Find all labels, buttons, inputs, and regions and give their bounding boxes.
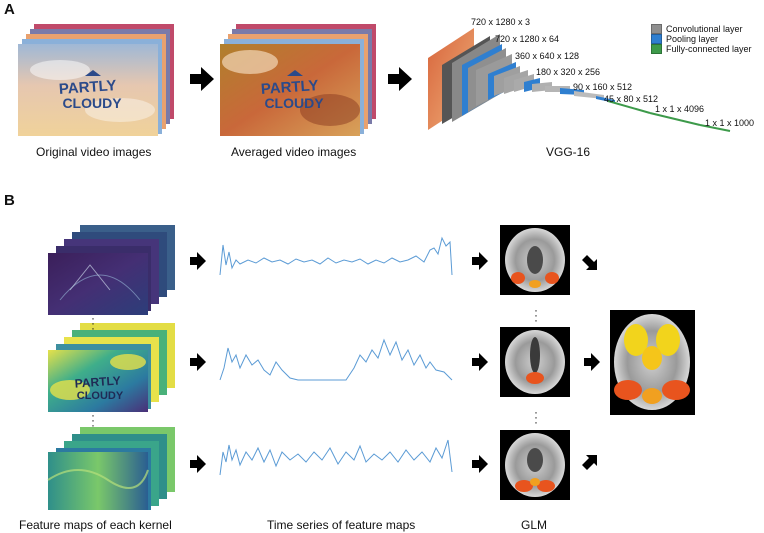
arrow-b7	[582, 255, 597, 270]
legend-pool: Pooling layer	[651, 34, 752, 44]
panel-a-label: A	[4, 1, 15, 18]
arrow-b9	[582, 455, 597, 470]
arrow-b3	[190, 455, 206, 473]
time-series-trace-3	[219, 439, 453, 476]
original-video-stack	[18, 24, 174, 136]
arrow-a1	[190, 67, 214, 91]
dim-label-7: 1 x 1 x 4096	[655, 104, 705, 114]
ellipsis-glm-2: ···	[534, 405, 538, 429]
ellipsis-feature-maps-1: ···	[91, 311, 95, 335]
caption-feature-maps: Feature maps of each kernel	[19, 518, 172, 532]
brain-slice-3	[500, 430, 570, 500]
dim-label-5: 90 x 160 x 512	[573, 82, 633, 92]
legend-swatch-pool	[651, 34, 662, 44]
brain-slice-1	[500, 225, 570, 295]
legend-swatch-fc	[651, 44, 662, 54]
combined-brain-map	[610, 310, 695, 415]
dim-label-3: 360 x 640 x 128	[515, 51, 580, 61]
vgg16-diagram	[428, 28, 731, 132]
arrow-a2	[388, 67, 412, 91]
feature-map-logo-line2: CLOUDY	[77, 390, 124, 402]
ellipsis-feature-maps-2: ···	[91, 408, 95, 432]
arrow-b2	[190, 353, 206, 371]
brain-slice-2	[500, 327, 570, 397]
caption-time-series: Time series of feature maps	[267, 518, 416, 532]
averaged-video-stack	[220, 24, 376, 136]
time-series-trace-1	[219, 236, 453, 276]
arrow-b4	[472, 252, 488, 270]
panel-a-graphics: PARTLY CLOUDY PARTLY CLOUDY	[18, 24, 731, 136]
legend-fc: Fully-connected layer	[651, 44, 752, 54]
panel-b-label: B	[4, 192, 15, 209]
arrow-b1	[190, 252, 206, 270]
feature-map-stack-1	[48, 225, 175, 315]
dim-label-2: 720 x 1280 x 64	[495, 34, 560, 44]
time-series-trace-2	[219, 338, 453, 381]
arrow-b8	[584, 353, 600, 371]
original-logo-line1: PARTLY	[58, 77, 117, 98]
dim-label-8: 1 x 1 x 1000	[705, 118, 755, 128]
caption-averaged-video: Averaged video images	[231, 145, 357, 159]
feature-map-stack-2	[48, 323, 175, 412]
panel-b-graphics: PARTLY CLOUDY	[47, 225, 695, 510]
dim-label-1: 720 x 1280 x 3	[471, 17, 531, 27]
dim-label-4: 180 x 320 x 256	[536, 67, 601, 77]
ellipsis-glm-1: ···	[534, 303, 538, 327]
arrow-b6	[472, 455, 488, 473]
legend-swatch-conv	[651, 24, 662, 34]
caption-vgg16: VGG-16	[546, 145, 591, 159]
legend-pool-label: Pooling layer	[666, 34, 719, 44]
original-logo-line2: CLOUDY	[62, 95, 122, 111]
arrow-b5	[472, 353, 488, 371]
legend-conv-label: Convolutional layer	[666, 24, 743, 34]
legend-conv: Convolutional layer	[651, 24, 752, 34]
legend-fc-label: Fully-connected layer	[666, 44, 752, 54]
dim-label-6: 45 x 80 x 512	[604, 94, 659, 104]
feature-map-stack-3	[47, 427, 175, 510]
caption-original-video: Original video images	[36, 145, 152, 159]
caption-glm: GLM	[521, 518, 548, 532]
vgg-legend: Convolutional layer Pooling layer Fully-…	[651, 24, 752, 54]
averaged-logo-line1: PARTLY	[260, 77, 319, 98]
feature-map-logo-line1: PARTLY	[74, 373, 121, 390]
averaged-logo-line2: CLOUDY	[264, 95, 324, 111]
